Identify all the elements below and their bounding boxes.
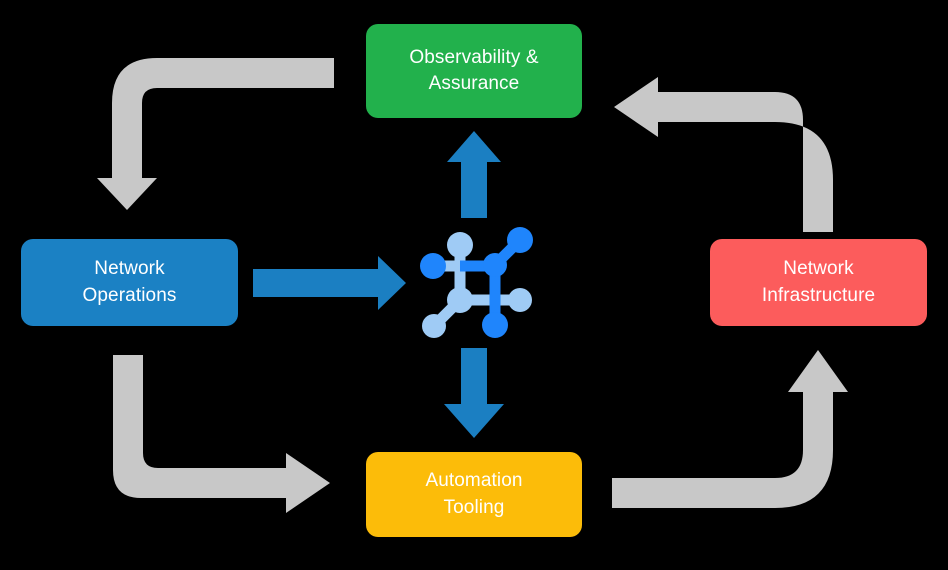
node-observability-assurance[interactable]: Observability & Assurance — [366, 24, 582, 118]
arrow-observability-to-operations — [97, 58, 334, 210]
arrow-center-to-observability — [447, 131, 501, 218]
arrow-operations-to-center — [253, 256, 406, 310]
node-label-network-infrastructure: Network Infrastructure — [761, 258, 876, 306]
node-label-automation-tooling: Automation Tooling — [425, 470, 523, 518]
arrow-infrastructure-to-observability — [614, 77, 833, 232]
node-automation-tooling[interactable]: Automation Tooling — [366, 452, 582, 537]
arrow-automation-to-infrastructure — [612, 350, 848, 508]
arrow-operations-to-automation — [113, 355, 330, 513]
network-topology-icon — [420, 227, 533, 338]
node-network-operations[interactable]: Network Operations — [21, 239, 238, 326]
node-label-observability: Observability & Assurance — [409, 46, 539, 94]
node-label-network-operations: Network Operations — [82, 258, 177, 306]
node-network-infrastructure[interactable]: Network Infrastructure — [710, 239, 927, 326]
arrow-center-to-automation — [444, 348, 504, 438]
